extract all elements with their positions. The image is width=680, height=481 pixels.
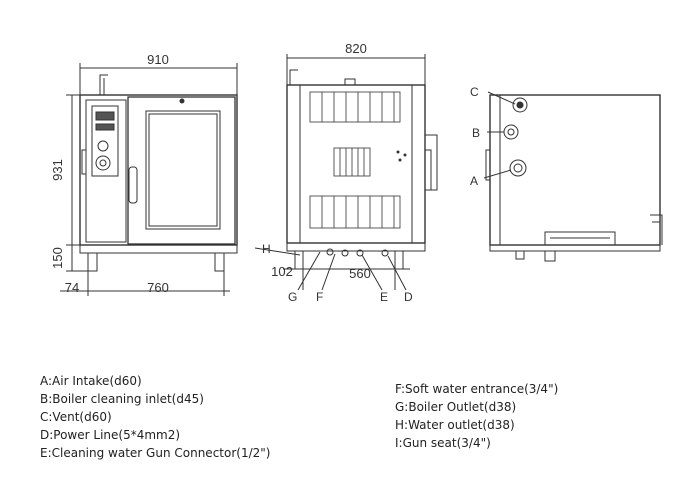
legend-item-f: F:Soft water entrance(3/4")	[395, 382, 559, 396]
legend-item-h: H:Water outlet(d38)	[395, 418, 515, 432]
callout-c: C	[470, 85, 479, 99]
dim-leg-span: 760	[147, 280, 169, 295]
callout-d: D	[404, 290, 413, 304]
dim-height-legs: 150	[50, 247, 65, 269]
callout-f: F	[316, 290, 323, 304]
callout-e: E	[380, 290, 388, 304]
legend-left: A:Air Intake(d60) B:Boiler cleaning inle…	[40, 372, 270, 462]
rear-view	[483, 91, 663, 262]
legend-item-a: A:Air Intake(d60)	[40, 374, 142, 388]
legend-item-g: G:Boiler Outlet(d38)	[395, 400, 517, 414]
dim-rear-span: 560	[349, 266, 371, 281]
legend-right: F:Soft water entrance(3/4") G:Boiler Out…	[395, 380, 558, 452]
callout-g: G	[288, 290, 297, 304]
dim-width-side: 820	[345, 41, 367, 56]
callout-a: A	[470, 174, 478, 188]
legend-item-d: D:Power Line(5*4mm2)	[40, 428, 181, 442]
legend-item-c: C:Vent(d60)	[40, 410, 112, 424]
callout-h: H	[262, 242, 271, 256]
legend-item-e: E:Cleaning water Gun Connector(1/2")	[40, 446, 271, 460]
front-view	[60, 63, 301, 296]
side-view	[283, 54, 438, 291]
dim-left-offset: 74	[65, 280, 79, 295]
callout-b: B	[472, 126, 480, 140]
dim-width-front: 910	[147, 52, 169, 67]
dim-rear-offset: 102	[271, 264, 293, 279]
dim-height-body: 931	[50, 159, 65, 181]
technical-drawing: 910 820 931 150 74 760 102 560 H G F E D…	[50, 41, 663, 304]
legend-item-b: B:Boiler cleaning inlet(d45)	[40, 392, 204, 406]
legend-item-i: I:Gun seat(3/4")	[395, 436, 491, 450]
